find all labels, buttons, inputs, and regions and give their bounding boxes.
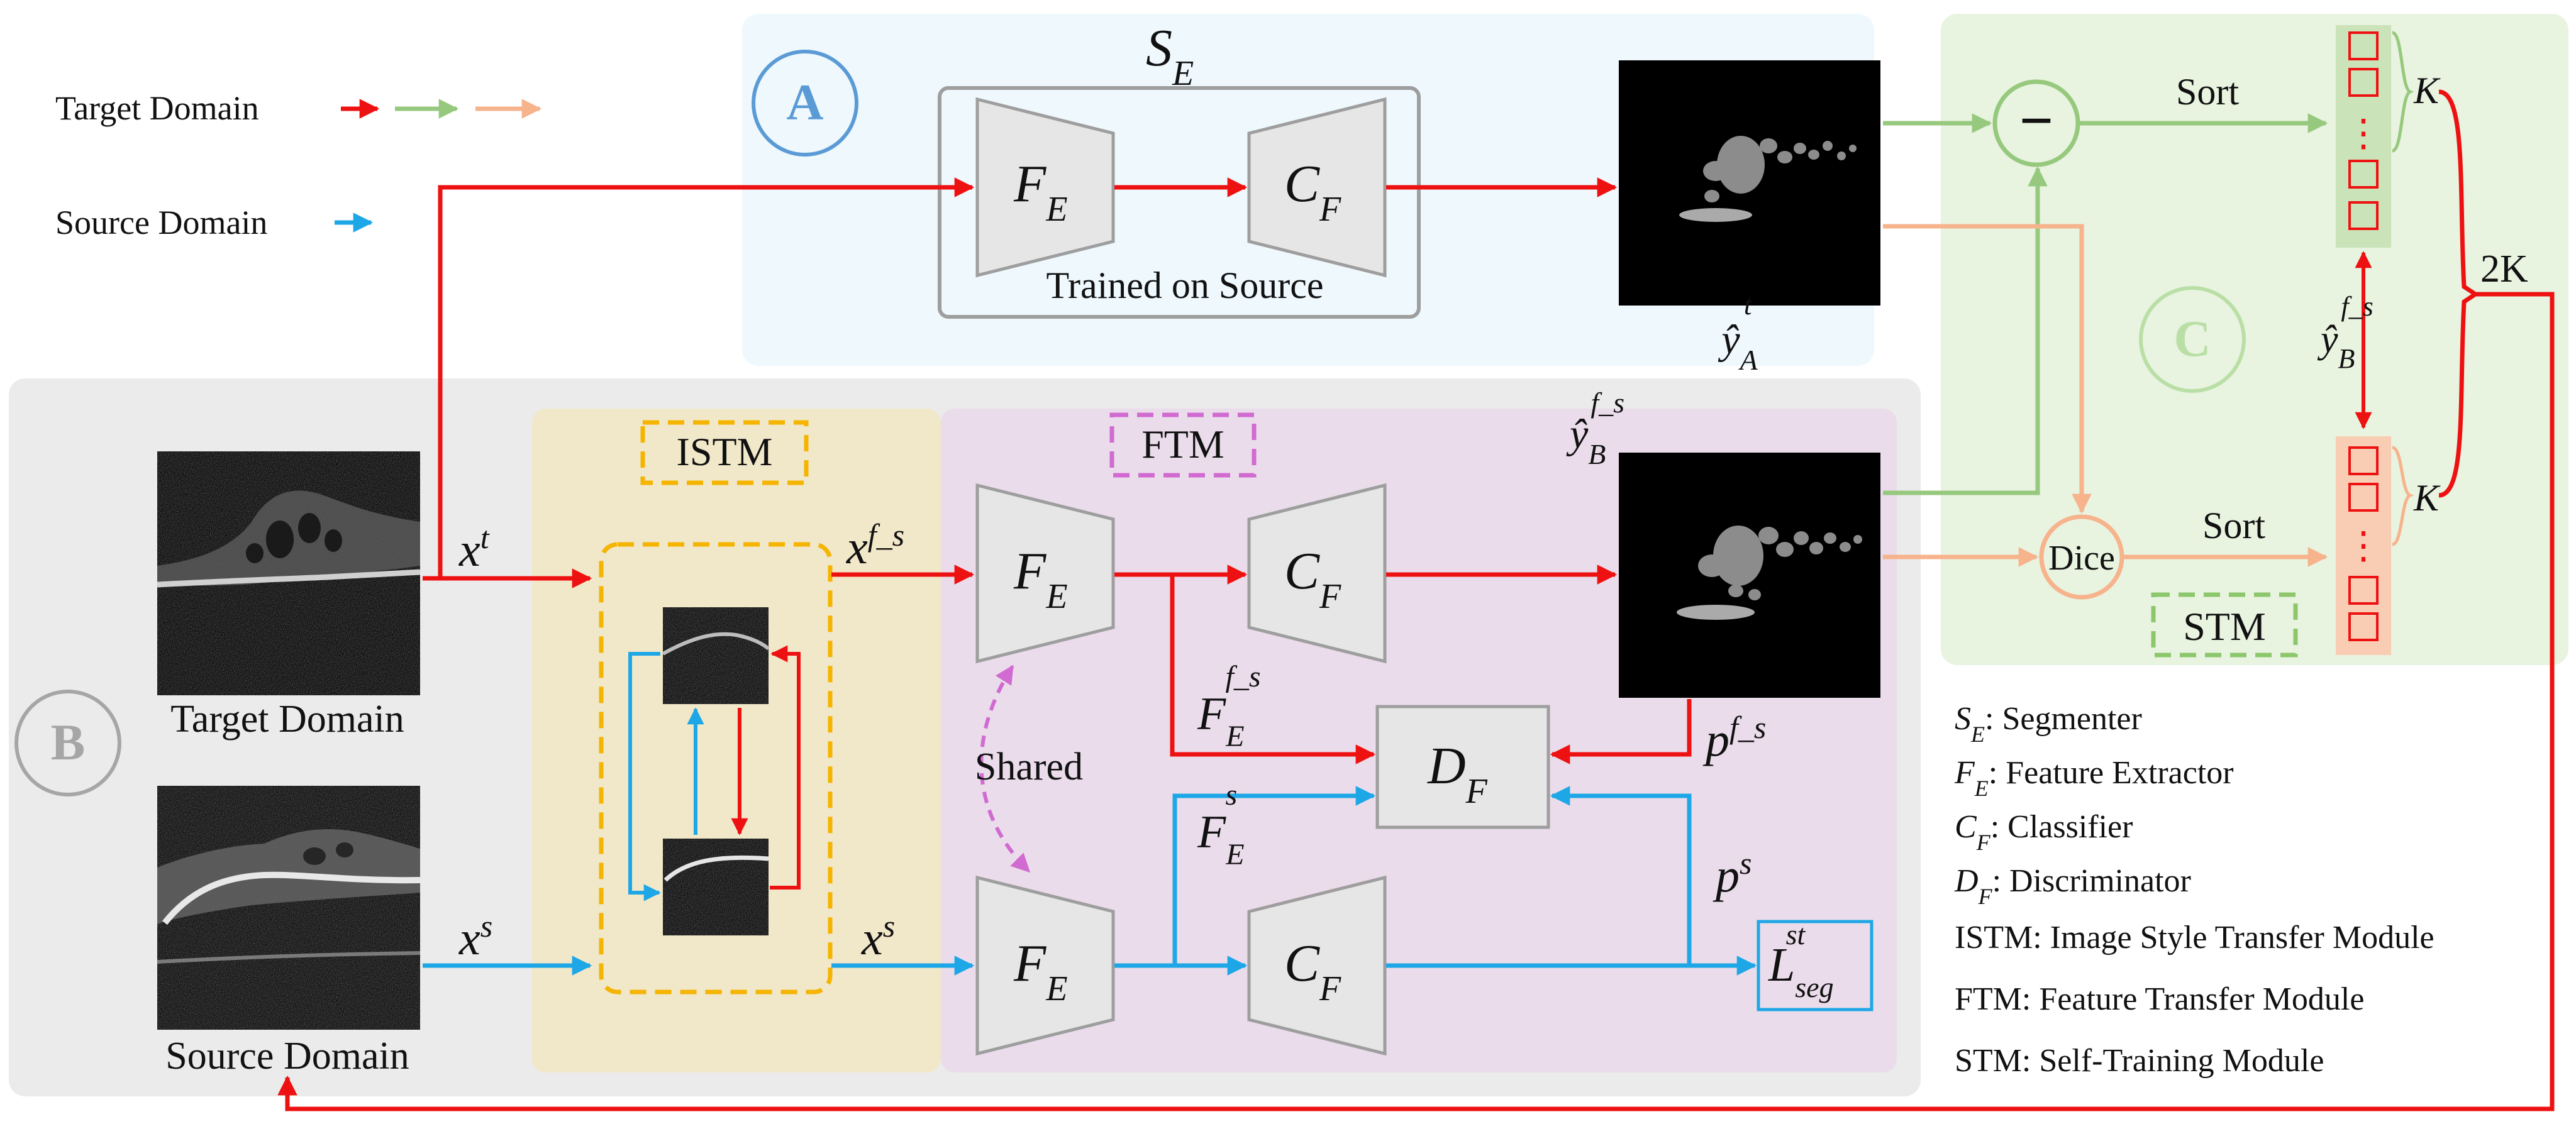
stm-label: STM [2183, 604, 2266, 649]
ftm-bottom-cf-label: CF [1284, 934, 1341, 1008]
bottom-k-label: K [2413, 477, 2441, 519]
discriminator-block [1375, 705, 1550, 829]
legend-source-label: Source Domain [55, 204, 267, 241]
istm-background [532, 409, 941, 1072]
prediction-b-to-discriminator-arrow [1550, 699, 1692, 764]
glossary-item: STM: Self-Training Module [1955, 1043, 2324, 1079]
target-image-caption: Target Domain [170, 698, 404, 741]
xs-output-label: xs [861, 908, 895, 965]
glossary-item: FE: Feature Extractor [1954, 755, 2234, 801]
legend-target-label: Target Domain [55, 89, 259, 127]
ftm-top-fe-label: FE [1013, 542, 1068, 616]
ftm-bottom-fe-label: FE [1013, 934, 1068, 1008]
ftm-bottom-feature-extractor-block [975, 875, 1115, 1056]
source-feature-label: FEs [1197, 778, 1245, 871]
dice-node [2039, 514, 2124, 600]
feedback-to-target-arrow [277, 292, 2555, 1111]
segmenter-caption: Trained on Source [1046, 265, 1323, 306]
ftm-label: FTM [1141, 422, 1224, 466]
pfs-label: pf_s [1702, 710, 1766, 766]
istm-blue-loop-arrow [628, 652, 661, 901]
source-image-caption: Source Domain [165, 1035, 409, 1077]
subtract-symbol: − [2019, 87, 2054, 154]
istm-dashed-frame [599, 542, 833, 995]
prediction-a-to-dice-arrow [1883, 224, 2092, 514]
segmenter-feature-extractor-block [975, 97, 1115, 278]
two-k-label: 2K [2480, 248, 2528, 290]
prediction-a-label: ŷAt [1718, 289, 1758, 376]
dice-label: Dice [2048, 539, 2115, 578]
segmenter-fe-label: FE [1013, 155, 1068, 229]
shared-label: Shared [975, 746, 1083, 788]
top-k-list [2348, 31, 2379, 230]
sort-top-label: Sort [2176, 71, 2239, 113]
target-feature-label: FEf_s [1197, 660, 1261, 753]
target-feature-to-discriminator-arrow [1170, 575, 1376, 764]
shared-weights-arrow [979, 664, 1031, 873]
segmentation-loss-box [1757, 920, 1874, 1011]
bottom-k-list [2348, 446, 2379, 641]
xt-label: xt [458, 520, 490, 576]
glossary-item: SE: Segmenter [1955, 701, 2142, 747]
discriminator-label: DF [1427, 737, 1488, 811]
prediction-b-to-subtract-arrow [1883, 166, 2048, 495]
istm-label: ISTM [677, 429, 773, 474]
segmenter-cf-label: CF [1284, 155, 1341, 229]
panel-a-badge: A [786, 74, 823, 131]
prediction-b-mid-label: ŷBf_s [2317, 291, 2373, 374]
istm-target-thumbnail [662, 607, 770, 704]
panel-c-badge-circle [2139, 286, 2246, 393]
panel-b-badge: B [51, 714, 86, 771]
bottom-k-list-dots: ⋮ [2345, 525, 2382, 566]
source-feature-to-discriminator-arrow [1172, 786, 1376, 966]
prediction-a-image [1619, 60, 1880, 306]
bottom-k-brace [2392, 446, 2414, 546]
source-domain-oct-image [157, 786, 421, 1030]
segmenter-frame [938, 86, 1421, 319]
top-k-list-background [2336, 25, 2391, 248]
prediction-b-top-label: ŷBf_s [1566, 387, 1624, 470]
xfs-label: xf_s [846, 517, 904, 574]
glossary-item: FTM: Feature Transfer Module [1955, 981, 2364, 1017]
istm-source-thumbnail [663, 839, 769, 935]
segmentation-loss-label: Lsegst [1768, 918, 1834, 1003]
target-domain-oct-image [157, 451, 421, 695]
istm-label-box [640, 420, 809, 485]
top-k-label: K [2413, 70, 2441, 111]
top-k-list-dots: ⋮ [2345, 113, 2382, 154]
segmenter-title: SE [1146, 19, 1194, 93]
panel-c-background [1941, 14, 2568, 665]
panel-c-badge: C [2174, 310, 2211, 367]
ftm-bottom-classifier-block [1247, 875, 1387, 1056]
ps-to-discriminator-arrow [1550, 786, 1692, 966]
xs-input-label: xs [458, 908, 492, 965]
ftm-top-cf-label: CF [1284, 542, 1341, 616]
ps-label: ps [1713, 846, 1752, 902]
panel-a-badge-circle [752, 50, 858, 157]
xt-to-segmenter-arrow [438, 177, 975, 578]
ftm-top-feature-extractor-block [975, 483, 1115, 664]
glossary-item: DF: Discriminator [1954, 863, 2191, 909]
prediction-b-image [1619, 453, 1880, 698]
top-k-brace [2391, 31, 2414, 153]
panel-b-badge-circle [14, 690, 121, 796]
glossary: SE: Segmenter FE: Feature Extractor CF: … [1954, 701, 2434, 1079]
segmenter-classifier-block [1247, 97, 1387, 278]
glossary-item: CF: Classifier [1955, 809, 2133, 855]
glossary-item: ISTM: Image Style Transfer Module [1955, 920, 2434, 956]
istm-red-loop-arrow [770, 645, 801, 890]
sort-bottom-label: Sort [2202, 505, 2265, 546]
ftm-top-classifier-block [1247, 483, 1387, 664]
